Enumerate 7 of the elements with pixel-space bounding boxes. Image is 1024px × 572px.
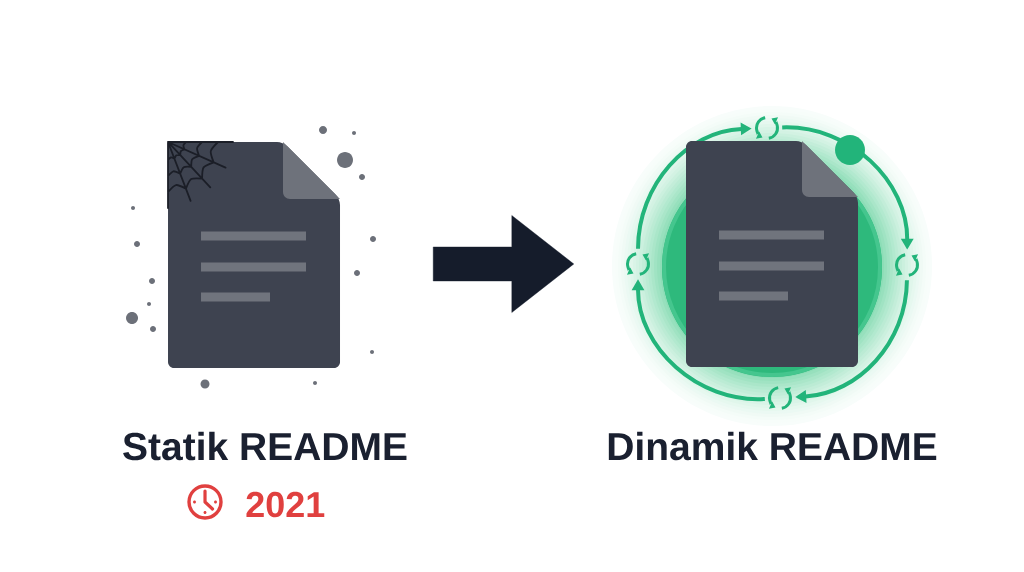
- year-label: 2021: [246, 491, 325, 518]
- sync-icon: [626, 252, 650, 276]
- sync-icon: [768, 386, 792, 410]
- sync-icon: [895, 253, 919, 277]
- document-label: Dinamik README: [608, 431, 937, 461]
- sync-icon: [755, 116, 779, 140]
- document-label: Statik README: [123, 431, 407, 461]
